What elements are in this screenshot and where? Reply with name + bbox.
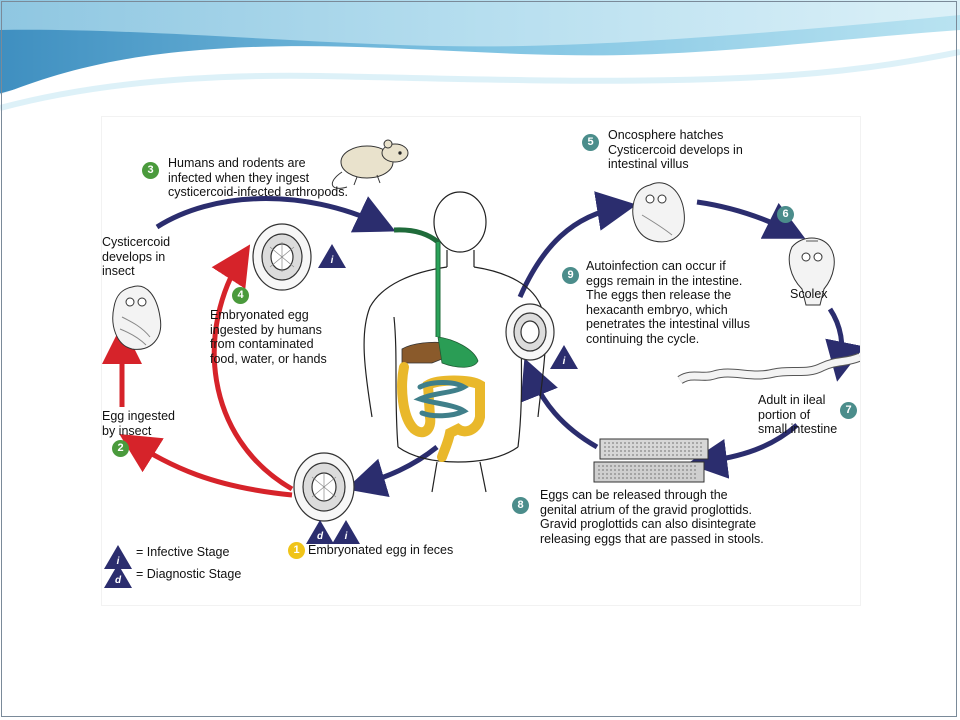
step-6-label: Scolex bbox=[790, 287, 828, 301]
infective-symbol-step4: i bbox=[330, 255, 334, 266]
legend-diagnostic-symbol: d bbox=[114, 575, 122, 586]
arrow-adult-to-proglottid bbox=[687, 423, 799, 479]
infective-symbol-step9: i bbox=[562, 356, 566, 367]
egg-step1 bbox=[293, 452, 355, 522]
step-3-label: Humans and rodents are infected when the… bbox=[168, 156, 348, 199]
gravid-proglottid bbox=[593, 438, 709, 483]
step-badge-4: 4 bbox=[232, 287, 249, 304]
header-wave-decoration bbox=[0, 0, 960, 111]
legend-infective-triangle bbox=[104, 545, 132, 569]
step-4-label: Embryonated egg ingested by humans from … bbox=[210, 308, 327, 366]
arrow-proglottid-to-egg bbox=[520, 358, 599, 450]
legend-diagnostic-label: = Diagnostic Stage bbox=[136, 567, 242, 581]
arrow-egg-to-human-direct bbox=[211, 244, 294, 492]
step-7-label: Adult in ileal portion of small intestin… bbox=[758, 393, 838, 436]
step-9-label: Autoinfection can occur if eggs remain i… bbox=[586, 259, 750, 346]
arrow-insect-to-human bbox=[155, 196, 396, 233]
lifecycle-diagram-graphics bbox=[102, 139, 860, 588]
legend-infective-label: = Infective Stage bbox=[136, 545, 230, 559]
egg-step4 bbox=[252, 223, 312, 291]
arrow-autoinfection-up bbox=[517, 191, 637, 299]
step-badge-6: 6 bbox=[777, 206, 794, 223]
insect-development-label: Cysticercoid develops in insect bbox=[102, 235, 171, 278]
step-badge-1: 1 bbox=[288, 542, 305, 559]
infective-stage-marker-step9 bbox=[550, 345, 578, 369]
infective-stage-marker-step1 bbox=[332, 520, 360, 544]
step-2-label: Egg ingested by insect bbox=[102, 409, 175, 438]
step-badge-8: 8 bbox=[512, 497, 529, 514]
infective-stage-marker-step4 bbox=[318, 244, 346, 268]
infective-symbol-step1: i bbox=[344, 531, 348, 542]
legend-infective-symbol: i bbox=[116, 556, 120, 567]
step-8-label: Eggs can be released through the genital… bbox=[540, 488, 764, 546]
step-badge-9: 9 bbox=[562, 267, 579, 284]
legend-diagnostic-triangle bbox=[104, 564, 132, 588]
cysticercoid-villus bbox=[632, 182, 685, 243]
lifecycle-figure: i d i i i d 1 2 3 4 5 6 7 8 9 Embryonate… bbox=[102, 117, 860, 605]
diagnostic-stage-marker-step1 bbox=[306, 520, 334, 544]
arrow-villus-to-scolex bbox=[696, 199, 806, 239]
rodent-illustration bbox=[332, 139, 409, 189]
cysticercoid-insect bbox=[112, 285, 162, 350]
arrow-egg-to-insect bbox=[119, 434, 293, 498]
egg-step9 bbox=[505, 303, 555, 361]
digestive-tract bbox=[393, 227, 485, 462]
step-5-label: Oncosphere hatches Cysticercoid develops… bbox=[608, 128, 743, 171]
scolex-illustration bbox=[788, 237, 835, 306]
diagnostic-symbol-step1: d bbox=[316, 531, 324, 542]
step-1-label: Embryonated egg in feces bbox=[308, 543, 454, 557]
step-badge-5: 5 bbox=[582, 134, 599, 151]
step-badge-7: 7 bbox=[840, 402, 857, 419]
step-badge-2: 2 bbox=[112, 440, 129, 457]
step-badge-3: 3 bbox=[142, 162, 159, 179]
adult-worm bbox=[677, 352, 860, 384]
arrow-human-to-feces bbox=[345, 445, 439, 498]
